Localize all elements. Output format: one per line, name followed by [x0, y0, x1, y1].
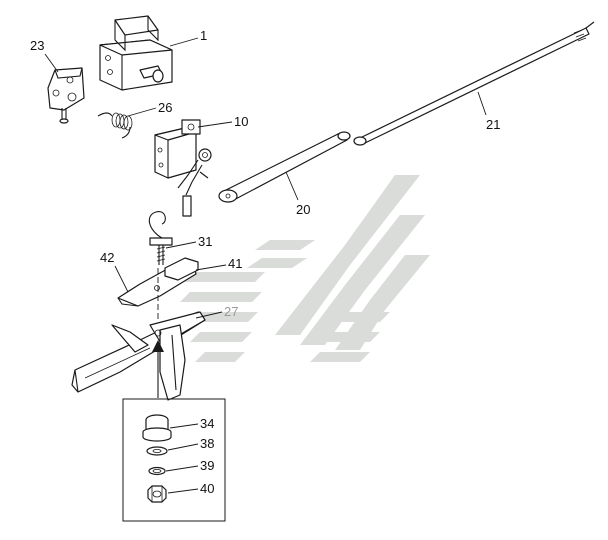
part-40-nut [147, 485, 167, 503]
callout-40: 40 [200, 481, 214, 496]
callout-20: 20 [296, 202, 310, 217]
assembly-arrow [152, 340, 164, 398]
part-38-washer [146, 446, 168, 456]
callout-21: 21 [486, 117, 500, 132]
part-26-spring [97, 112, 133, 139]
part-23-bracket [47, 67, 85, 124]
callout-labels: 1 23 26 10 21 20 31 42 41 27 34 38 39 40 [30, 28, 500, 496]
callout-39: 39 [200, 458, 214, 473]
callout-23: 23 [30, 38, 44, 53]
part-27-main-frame [71, 311, 206, 401]
callout-41: 41 [228, 256, 242, 271]
part-39-lock-washer [148, 466, 166, 476]
part-1-switch-housing [99, 15, 173, 91]
callout-27: 27 [224, 304, 238, 319]
part-20-link-rod [218, 131, 351, 203]
part-31-hook-bolt [148, 211, 173, 265]
callout-34: 34 [200, 416, 214, 431]
hardware-inset-box [122, 398, 226, 522]
part-41-lever [117, 257, 199, 307]
watermark-logo [180, 175, 430, 362]
callout-38: 38 [200, 436, 214, 451]
part-34-bushing [142, 414, 172, 442]
callout-42: 42 [100, 250, 114, 265]
part-21-long-rod [353, 21, 595, 146]
callout-1: 1 [200, 28, 207, 43]
part-10-latch-mechanism [154, 119, 212, 217]
callout-10: 10 [234, 114, 248, 129]
callout-26: 26 [158, 100, 172, 115]
leader-lines [44, 37, 487, 494]
callout-31: 31 [198, 234, 212, 249]
